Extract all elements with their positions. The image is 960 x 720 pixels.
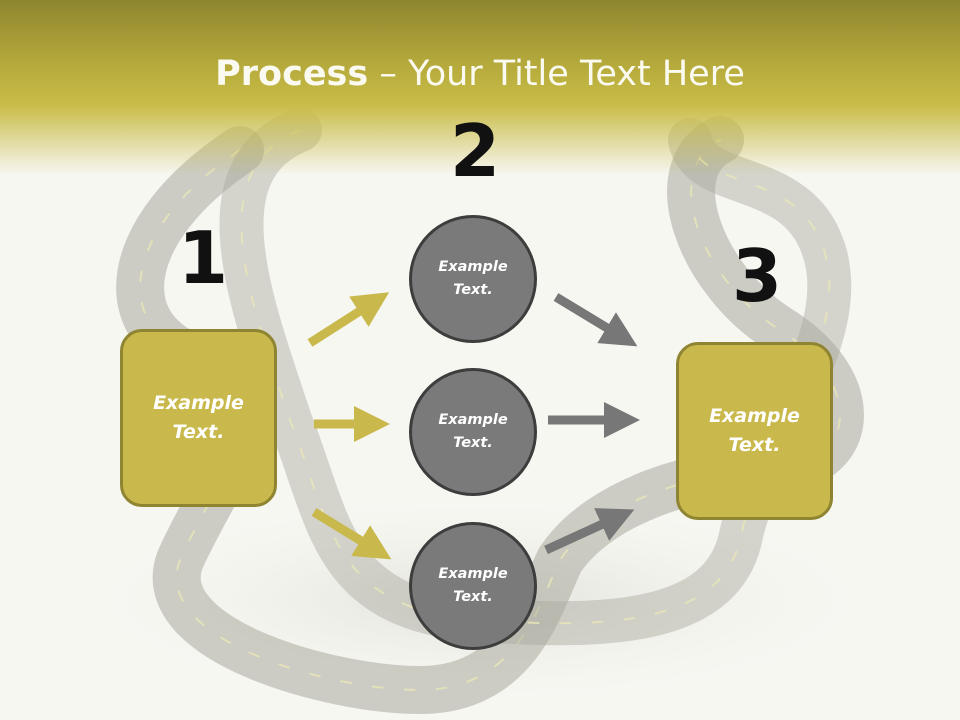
arrow-gray-down <box>553 293 638 347</box>
circle-top: Example Text. <box>409 215 537 343</box>
circle-bottom-line1: Example <box>438 566 508 582</box>
title-rest: – Your Title Text Here <box>368 54 745 94</box>
step-box-3-line1: Example <box>709 405 800 427</box>
circle-middle: Example Text. <box>409 368 537 496</box>
arrow-gray-up <box>544 508 635 555</box>
title-band <box>0 0 960 175</box>
title-bold: Process <box>215 54 369 94</box>
step-box-1-line1: Example <box>153 392 244 414</box>
step-number-2: 2 <box>450 109 501 193</box>
circle-top-line2: Text. <box>453 282 493 298</box>
circle-bottom-line2: Text. <box>453 589 493 605</box>
circle-middle-line1: Example <box>438 412 508 428</box>
circle-middle-line2: Text. <box>453 435 493 451</box>
circle-bottom: Example Text. <box>409 522 537 650</box>
page-title: Process – Your Title Text Here <box>0 54 960 94</box>
step-box-3: Example Text. <box>676 342 833 520</box>
step-box-1-line2: Text. <box>172 421 225 443</box>
step-box-1: Example Text. <box>120 329 277 507</box>
step-box-3-line2: Text. <box>728 434 781 456</box>
arrow-gold-down <box>311 508 392 560</box>
step-number-3: 3 <box>732 234 783 318</box>
arrow-gold-up <box>307 292 390 347</box>
circle-top-line1: Example <box>438 259 508 275</box>
step-number-1: 1 <box>178 216 229 300</box>
